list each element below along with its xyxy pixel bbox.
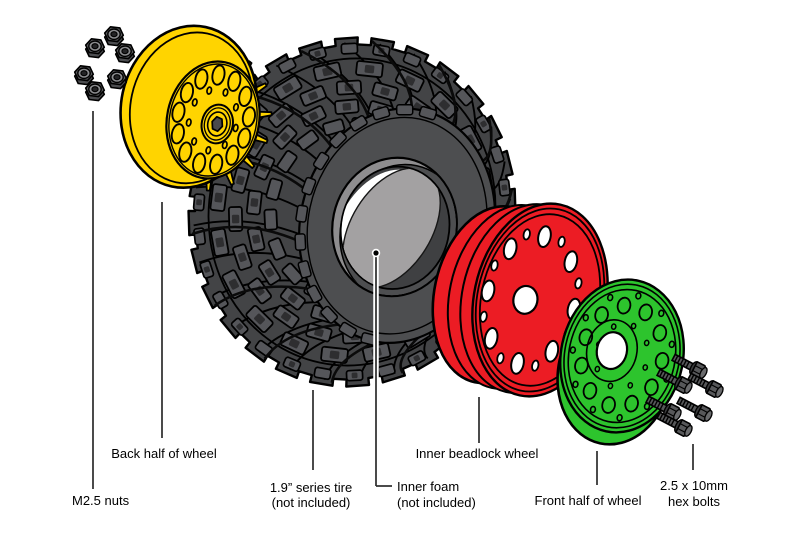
svg-text:(not included): (not included) [397, 495, 476, 510]
svg-text:Inner beadlock wheel: Inner beadlock wheel [416, 446, 539, 461]
svg-text:2.5 x 10mm: 2.5 x 10mm [660, 478, 728, 493]
svg-text:Front half of wheel: Front half of wheel [535, 493, 642, 508]
svg-text:Back half of wheel: Back half of wheel [111, 446, 217, 461]
svg-text:M2.5 nuts: M2.5 nuts [72, 493, 130, 508]
svg-text:(not included): (not included) [272, 495, 351, 510]
svg-text:hex bolts: hex bolts [668, 494, 721, 509]
svg-text:Inner foam: Inner foam [397, 479, 459, 494]
svg-text:1.9” series tire: 1.9” series tire [270, 480, 352, 495]
